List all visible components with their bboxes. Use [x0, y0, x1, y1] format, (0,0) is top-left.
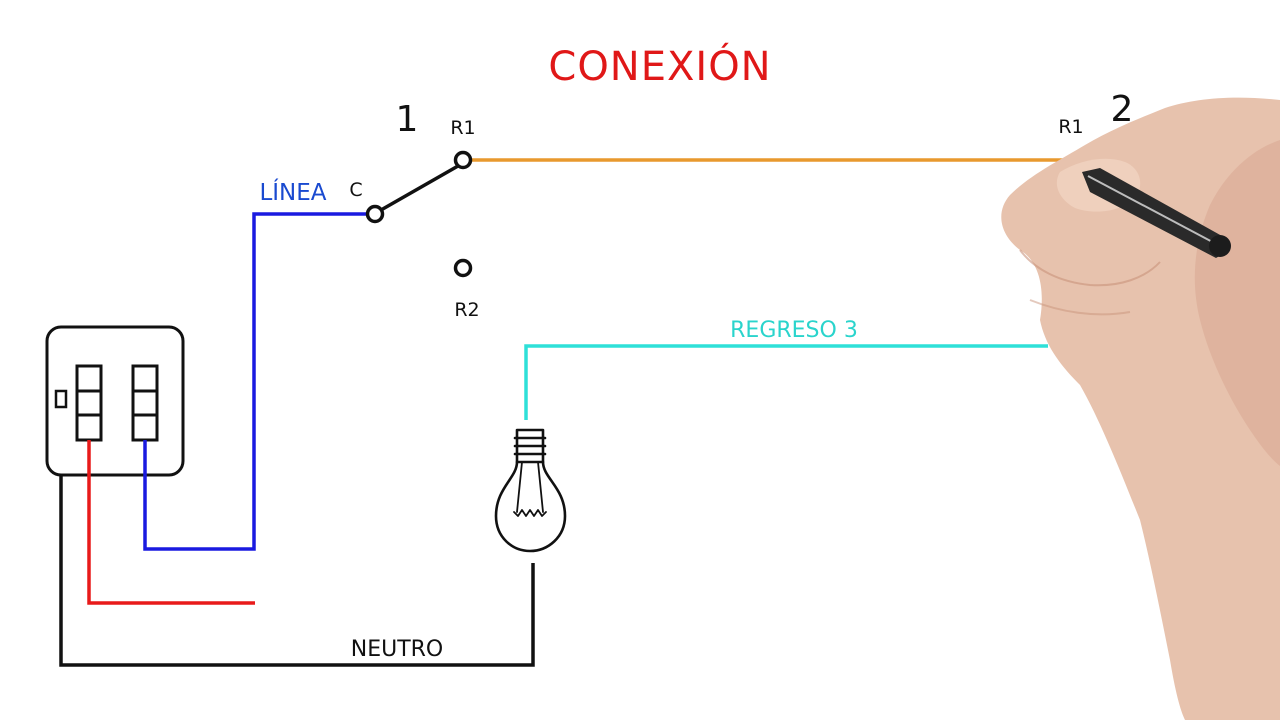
switch-1-r2-label: R2: [454, 299, 479, 321]
switch-2-r1-label: R1: [1058, 116, 1083, 138]
switch-1-lever: [380, 164, 459, 212]
line-wire: [143, 212, 366, 551]
switch-1-common-label: C: [349, 179, 362, 201]
light-bulb-icon: [494, 428, 567, 553]
line-label: LÍNEA: [259, 178, 326, 206]
switch-1-terminal-r1: [453, 150, 473, 170]
switch-1-r1-label: R1: [450, 117, 475, 139]
return-wire: [524, 344, 1048, 420]
switch-1-terminal-c: [365, 204, 385, 224]
phase-wire: [87, 440, 255, 605]
switch-1-terminal-r2: [453, 258, 473, 278]
switch-2-number: 2: [1111, 89, 1134, 130]
switch-1-number: 1: [396, 99, 419, 140]
outlet-terminal-left: [75, 364, 103, 442]
neutral-label: NEUTRO: [351, 637, 444, 662]
outlet-ground-terminal: [54, 389, 68, 409]
marker-pen: [1082, 168, 1231, 258]
neutral-wire: [59, 475, 535, 667]
outlet-box: [45, 325, 185, 477]
diagram-title: CONEXIÓN: [548, 42, 771, 90]
hand-with-marker-image: [1001, 97, 1280, 720]
outlet-terminal-right: [131, 364, 159, 442]
return-label: REGRESO 3: [730, 318, 858, 343]
